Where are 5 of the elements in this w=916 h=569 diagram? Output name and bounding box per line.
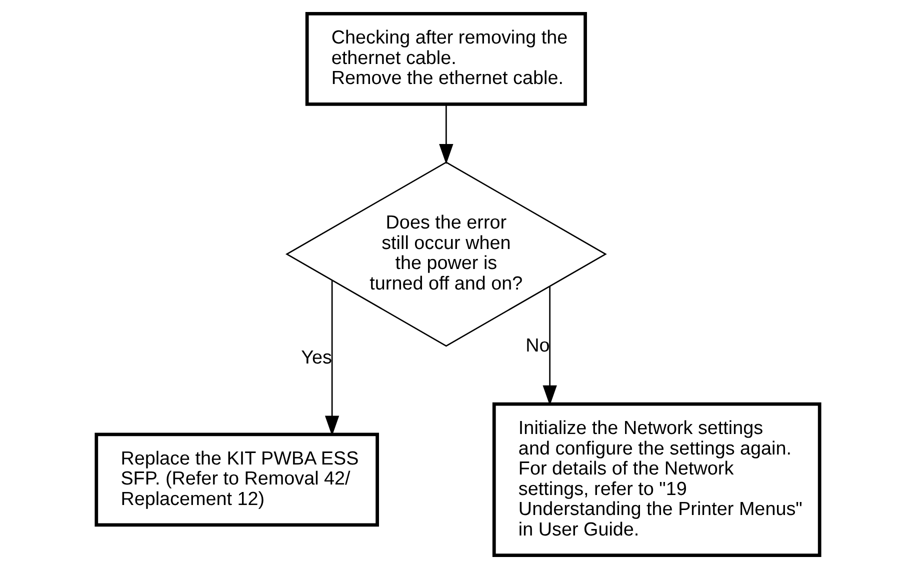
node-box: Checking after removing the ethernet cable. Remove the ethernet cable. [305, 12, 587, 106]
edge-label: Yes [301, 348, 332, 369]
arrow [439, 104, 454, 164]
node-box: Initialize the Network settings and configure the settings again. For details of the Network settings, refer to "19 Understanding the Printer Menus" in User Guide. [492, 402, 822, 557]
node-box: Replace the KIT PWBA ESS SFP. (Refer to Removal 42/ Replacement 12) [94, 432, 379, 527]
